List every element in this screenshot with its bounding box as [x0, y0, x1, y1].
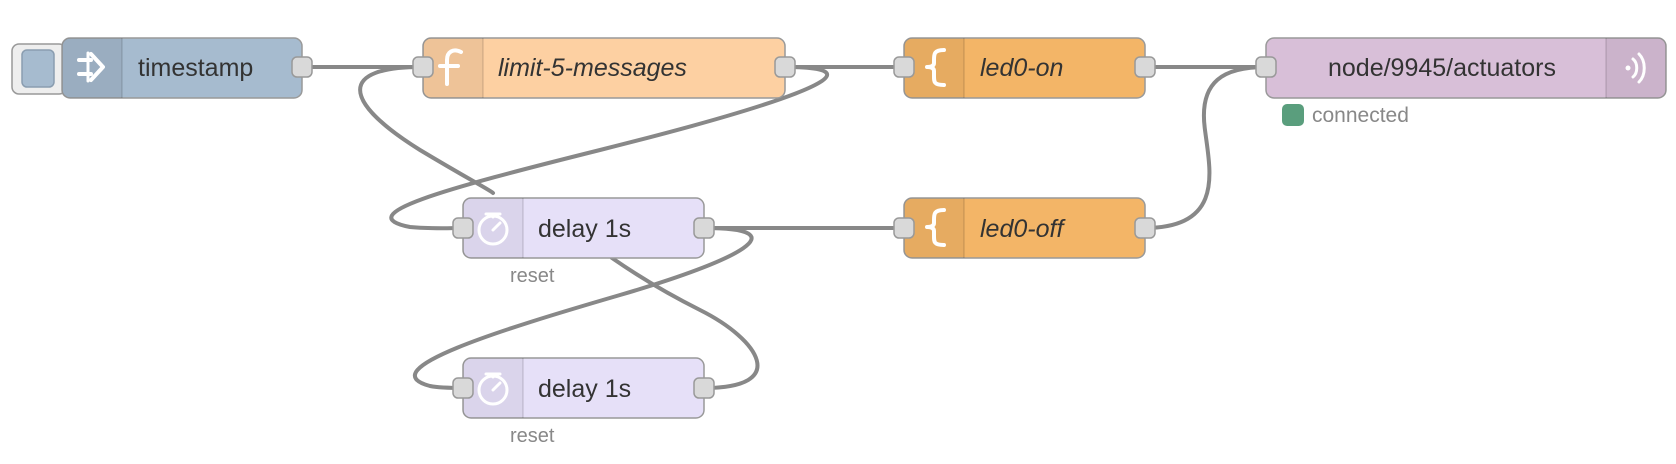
node-sublabel: reset [510, 425, 555, 447]
node-timestamp[interactable]: timestamp [11, 37, 313, 99]
input-port[interactable] [452, 217, 474, 239]
output-port[interactable] [291, 56, 313, 78]
node-mqtt-actuators[interactable]: node/9945/actuators connected [1255, 37, 1667, 127]
node-label: timestamp [138, 54, 253, 82]
wires-layer [300, 64, 1268, 390]
node-led0-on[interactable]: led0-on [893, 37, 1156, 99]
wire-led-off-actuators[interactable] [1143, 65, 1268, 230]
timer-icon [477, 212, 509, 246]
input-port[interactable] [452, 377, 474, 399]
output-port[interactable] [774, 56, 796, 78]
input-port[interactable] [1255, 56, 1277, 78]
output-port[interactable] [1134, 56, 1156, 78]
input-port[interactable] [893, 217, 915, 239]
node-label: node/9945/actuators [1328, 54, 1556, 82]
node-icon-area [62, 38, 122, 98]
output-port[interactable] [693, 377, 715, 399]
template-brace-icon [925, 48, 946, 87]
status-indicator-dot [1282, 104, 1304, 126]
node-label: led0-off [980, 215, 1066, 243]
wire-timestamp-delay1[interactable] [358, 65, 495, 195]
input-port[interactable] [893, 56, 915, 78]
node-delay-2[interactable]: delay 1s reset [452, 357, 715, 447]
wire-delay1-delay2[interactable] [412, 226, 754, 390]
arrow-in-icon [77, 51, 105, 83]
node-delay-1[interactable]: delay 1s reset [452, 197, 715, 287]
node-limit-5-messages[interactable]: limit-5-messages [412, 37, 796, 99]
node-label: delay 1s [538, 375, 631, 403]
inject-trigger-square [21, 49, 55, 88]
node-label: delay 1s [538, 215, 631, 243]
node-label: limit-5-messages [498, 54, 687, 82]
node-label: led0-on [980, 54, 1063, 82]
template-brace-icon [925, 208, 946, 247]
mqtt-signal-icon [1625, 52, 1646, 84]
output-port[interactable] [693, 217, 715, 239]
input-port[interactable] [412, 56, 434, 78]
node-led0-off[interactable]: led0-off [893, 197, 1156, 259]
function-icon [438, 48, 463, 86]
timer-icon [477, 372, 509, 406]
wire-limit-delay1[interactable] [389, 65, 829, 231]
status-text: connected [1312, 104, 1409, 127]
wire-delay2-delay1[interactable] [610, 256, 760, 390]
output-port[interactable] [1134, 217, 1156, 239]
node-sublabel: reset [510, 265, 555, 287]
